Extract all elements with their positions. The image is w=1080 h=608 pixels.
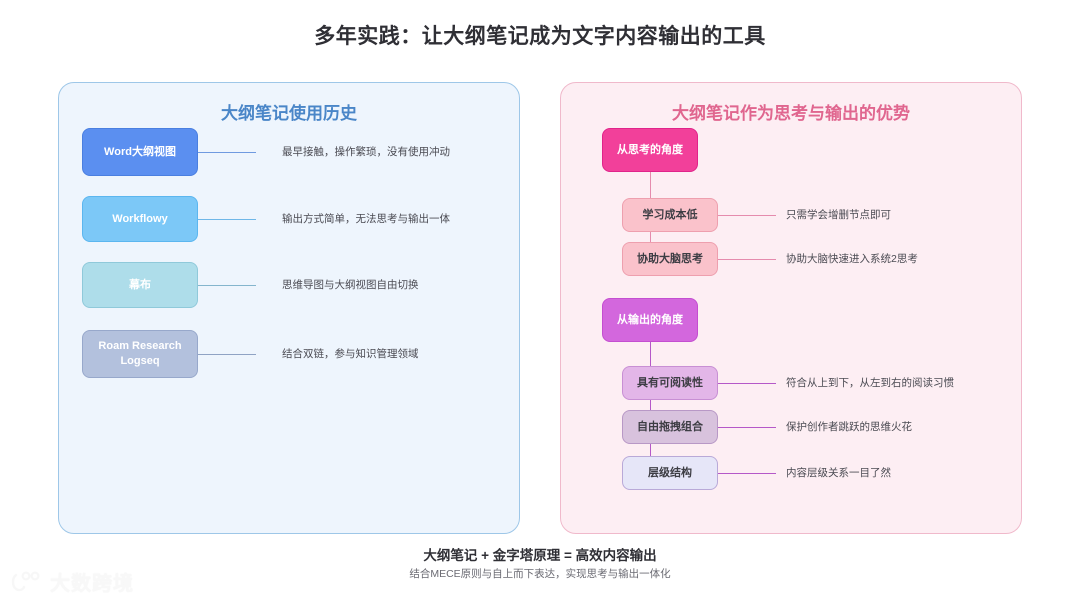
page-title: 多年实践：让大纲笔记成为文字内容输出的工具 xyxy=(314,25,766,48)
node-label: 从思考的角度 xyxy=(617,143,683,156)
desc-roam-logseq: 结合双链，参与知识管理领域 xyxy=(282,348,419,360)
node-label: Workflowy xyxy=(112,212,168,225)
connector-line-roam-logseq xyxy=(198,354,256,355)
node-label: 具有可阅读性 xyxy=(637,376,703,389)
right-panel-title: 大纲笔记作为思考与输出的优势 xyxy=(672,104,910,123)
desc-word-outline-view: 最早接触，操作繁琐，没有使用冲动 xyxy=(282,146,450,158)
desc-mubu: 思维导图与大纲视图自由切换 xyxy=(282,279,419,291)
node-low-learning-cost[interactable]: 学习成本低 xyxy=(622,198,718,232)
connector-trunk-output xyxy=(650,342,651,473)
node-assist-brain-thinking[interactable]: 协助大脑思考 xyxy=(622,242,718,276)
connector-line-assist-brain-thinking xyxy=(718,259,776,260)
node-mubu[interactable]: 幕布 xyxy=(82,262,198,308)
desc-workflowy: 输出方式简单，无法思考与输出一体 xyxy=(282,213,450,225)
footer-subline: 结合MECE原则与自上而下表达，实现思考与输出一体化 xyxy=(409,568,671,580)
connector-line-hierarchy-structure xyxy=(718,473,776,474)
connector-line-low-learning-cost xyxy=(718,215,776,216)
node-from-thinking-perspective[interactable]: 从思考的角度 xyxy=(602,128,698,172)
connector-line-mubu xyxy=(198,285,256,286)
desc-assist-brain-thinking: 协助大脑快速进入系统2思考 xyxy=(786,253,918,265)
connector-line-workflowy xyxy=(198,219,256,220)
connector-line-readability xyxy=(718,383,776,384)
connector-line-word-outline-view xyxy=(198,152,256,153)
node-from-output-perspective[interactable]: 从输出的角度 xyxy=(602,298,698,342)
desc-hierarchy-structure: 内容层级关系一目了然 xyxy=(786,467,891,479)
watermark: 大数跨境 xyxy=(10,567,134,596)
node-label: Word大纲视图 xyxy=(104,145,176,158)
node-hierarchy-structure[interactable]: 层级结构 xyxy=(622,456,718,490)
left-panel-title: 大纲笔记使用历史 xyxy=(221,104,357,123)
desc-free-drag-combine: 保护创作者跳跃的思维火花 xyxy=(786,421,912,433)
footer-headline: 大纲笔记 + 金字塔原理 = 高效内容输出 xyxy=(423,548,657,563)
paw-logo-icon xyxy=(11,570,40,591)
desc-low-learning-cost: 只需学会增删节点即可 xyxy=(786,209,891,221)
connector-line-free-drag-combine xyxy=(718,427,776,428)
node-label: 学习成本低 xyxy=(642,208,698,221)
watermark-text: 大数跨境 xyxy=(50,573,134,595)
node-label: 自由拖拽组合 xyxy=(637,420,703,433)
node-readability[interactable]: 具有可阅读性 xyxy=(622,366,718,400)
node-label: 层级结构 xyxy=(648,466,692,479)
node-label: 协助大脑思考 xyxy=(637,252,703,265)
node-label: 从输出的角度 xyxy=(617,313,683,326)
node-workflowy[interactable]: Workflowy xyxy=(82,196,198,242)
node-free-drag-combine[interactable]: 自由拖拽组合 xyxy=(622,410,718,444)
node-word-outline-view[interactable]: Word大纲视图 xyxy=(82,128,198,176)
node-label: 幕布 xyxy=(129,278,151,291)
desc-readability: 符合从上到下，从左到右的阅读习惯 xyxy=(786,377,954,389)
